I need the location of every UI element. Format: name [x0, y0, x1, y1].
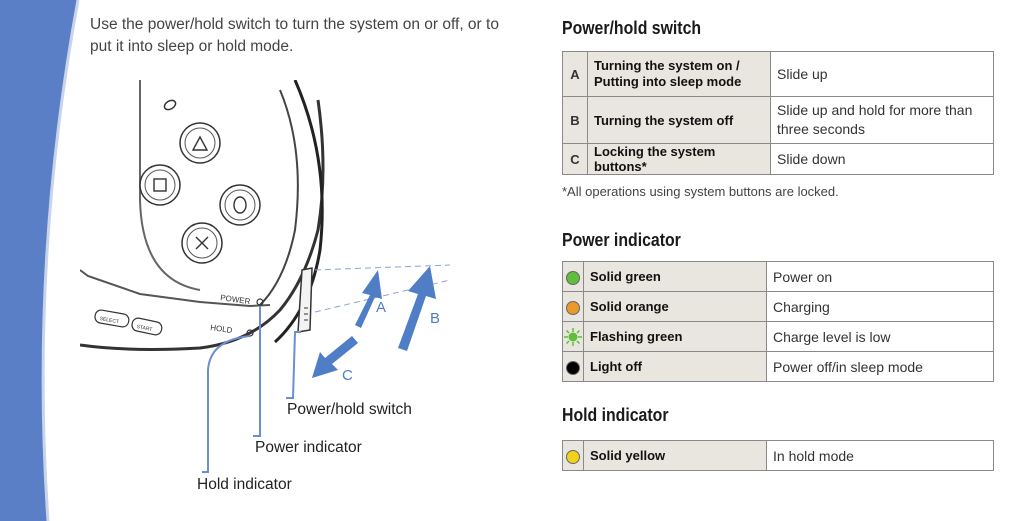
callout-power-indicator: Power indicator — [255, 439, 362, 456]
table-row: Flashing green Charge level is low — [562, 321, 994, 352]
power-indicator-heading: Power indicator — [562, 230, 681, 250]
row-action: Locking the system buttons* — [587, 143, 771, 175]
indicator-state: Solid yellow — [583, 440, 767, 471]
table-row: Solid yellow In hold mode — [562, 440, 994, 471]
table-row: C Locking the system buttons* Slide down — [562, 143, 994, 175]
table-row: A Turning the system on / Putting into s… — [562, 51, 994, 97]
power-label: POWER — [220, 293, 251, 306]
arrow-b-label: B — [430, 310, 440, 327]
select-button-icon: SELECT — [94, 309, 130, 328]
indicator-meaning: In hold mode — [766, 440, 994, 471]
power-hold-switch-icon — [297, 267, 313, 333]
row-action: Turning the system on / Putting into sle… — [587, 51, 771, 97]
table-row: Solid orange Charging — [562, 291, 994, 322]
table-row: Light off Power off/in sleep mode — [562, 351, 994, 382]
hold-label: HOLD — [210, 323, 233, 335]
triangle-button-icon — [179, 122, 221, 164]
start-button-icon: START — [131, 317, 163, 336]
indicator-meaning: Charge level is low — [766, 321, 994, 352]
row-operation: Slide up and hold for more than three se… — [770, 96, 994, 144]
intro-text: Use the power/hold switch to turn the sy… — [90, 16, 499, 55]
arrow-b-icon — [398, 266, 436, 351]
indicator-meaning: Power on — [766, 261, 994, 292]
indicator-cell — [562, 261, 584, 292]
orange-light-icon — [566, 300, 580, 315]
indicator-meaning: Charging — [766, 291, 994, 322]
psp-side-illustration: SELECT START POWER HOLD A B C — [80, 80, 451, 473]
indicator-cell — [562, 321, 584, 352]
row-action: Turning the system off — [587, 96, 771, 144]
indicator-state: Flashing green — [583, 321, 767, 352]
indicator-state: Light off — [583, 351, 767, 382]
power-hold-table: A Turning the system on / Putting into s… — [562, 51, 994, 175]
green-light-icon — [566, 270, 580, 285]
circle-button-icon — [219, 184, 261, 226]
indicator-cell — [562, 351, 584, 382]
row-letter: C — [562, 143, 588, 175]
square-button-icon — [139, 164, 181, 206]
indicator-meaning: Power off/in sleep mode — [766, 351, 994, 382]
decorative-band — [0, 0, 80, 521]
flashing-green-light-icon — [564, 327, 582, 346]
hold-indicator-table: Solid yellow In hold mode — [562, 440, 994, 471]
row-letter: B — [562, 96, 588, 144]
yellow-light-icon — [566, 449, 580, 464]
table-row: B Turning the system off Slide up and ho… — [562, 96, 994, 144]
row-letter: A — [562, 51, 588, 97]
arrow-c-label: C — [342, 367, 353, 384]
table-row: Solid green Power on — [562, 261, 994, 292]
callout-hold-indicator: Hold indicator — [197, 476, 292, 493]
arrow-a-icon — [355, 270, 382, 328]
row-operation: Slide down — [770, 143, 994, 175]
power-hold-heading: Power/hold switch — [562, 18, 702, 38]
arrow-c-icon — [312, 336, 358, 378]
indicator-cell — [562, 291, 584, 322]
cross-button-icon — [181, 222, 223, 264]
footnote: *All operations using system buttons are… — [562, 184, 839, 199]
power-indicator-table: Solid green Power on Solid orange Chargi… — [562, 261, 994, 382]
hold-indicator-heading: Hold indicator — [562, 405, 669, 425]
indicator-state: Solid orange — [583, 291, 767, 322]
indicator-state: Solid green — [583, 261, 767, 292]
black-light-icon — [566, 360, 580, 375]
row-operation: Slide up — [770, 51, 994, 97]
svg-text:SELECT: SELECT — [99, 316, 119, 325]
callout-power-hold-switch: Power/hold switch — [287, 401, 412, 418]
indicator-cell — [562, 440, 584, 471]
svg-text:START: START — [136, 324, 153, 333]
arrow-a-label: A — [376, 299, 386, 316]
